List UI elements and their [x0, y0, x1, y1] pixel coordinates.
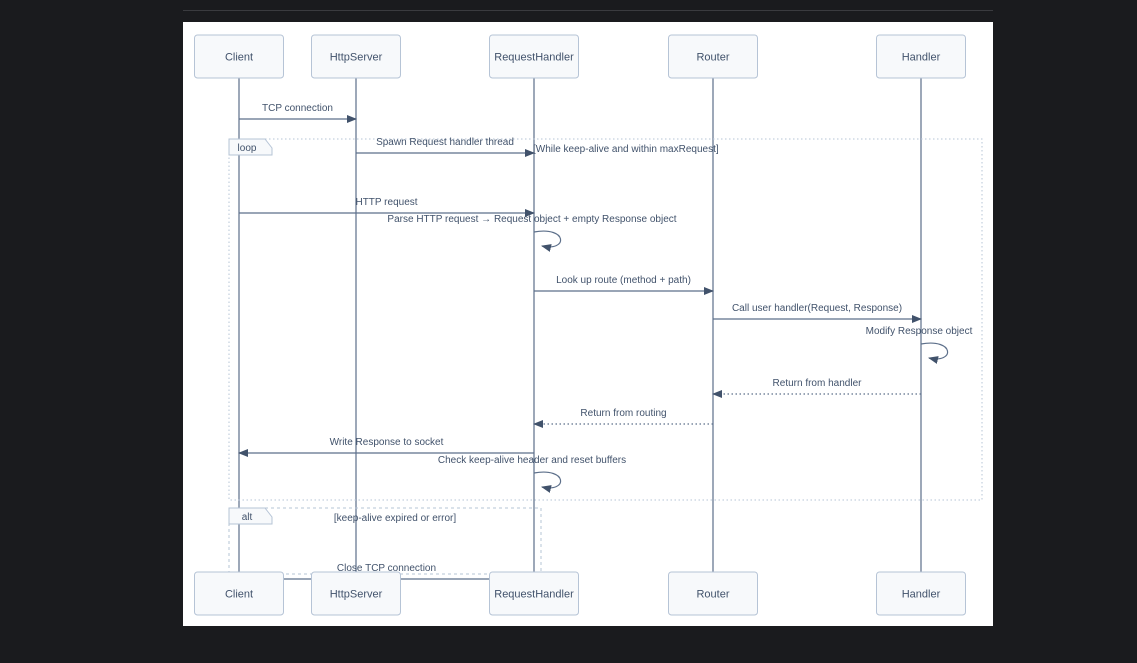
fragment-kind-tab-alt — [228, 507, 273, 525]
participant-box-httpserver-bottom[interactable]: HttpServer — [311, 571, 401, 616]
participant-box-handler-top[interactable]: Handler — [876, 34, 966, 79]
participant-label-requesthandler: RequestHandler — [494, 52, 574, 64]
message-m1: TCP connection — [239, 103, 357, 123]
participant-boxes-bottom: Client HttpServer RequestHandler Router Hand… — [194, 571, 966, 616]
message-m11: Check keep-alive header and reset buffer… — [438, 455, 626, 493]
message-m10: Write Response to socket — [238, 437, 534, 457]
participant-label-httpserver: HttpServer — [330, 52, 383, 64]
message-label: Return from routing — [580, 408, 666, 419]
message-m2: Spawn Request handler thread — [356, 137, 535, 157]
participant-box-handler-bottom[interactable]: Handler — [876, 571, 966, 616]
self-message-arc — [920, 342, 949, 364]
message-m5: Look up route (method + path) — [534, 275, 714, 295]
fragment-kind-label-alt: alt — [242, 512, 253, 523]
self-message-arc — [533, 230, 562, 252]
participant-label-client: Client — [225, 52, 253, 64]
participant-label-client: Client — [225, 589, 253, 601]
participant-label-handler: Handler — [902, 52, 941, 64]
message-label: Modify Response object — [866, 326, 973, 337]
message-label: Return from handler — [773, 378, 863, 389]
participant-box-client-top[interactable]: Client — [194, 34, 284, 79]
participant-boxes-top: Client HttpServer RequestHandler Router Hand… — [194, 34, 966, 79]
participant-label-router: Router — [696, 52, 729, 64]
message-label: Call user handler(Request, Response) — [732, 303, 902, 314]
fragment-kind-label-loop: loop — [238, 143, 257, 154]
message-label: TCP connection — [262, 103, 333, 114]
participant-label-handler: Handler — [902, 589, 941, 601]
participant-label-requesthandler: RequestHandler — [494, 589, 574, 601]
participant-box-requesthandler-bottom[interactable]: RequestHandler — [489, 571, 579, 616]
fragment-loop: loop [While keep-alive and within maxRequ… — [228, 138, 983, 501]
sequence-diagram-svg: loop [While keep-alive and within maxRequ… — [194, 34, 983, 616]
message-label: Write Response to socket — [330, 437, 444, 448]
self-message-arc — [533, 471, 562, 493]
message-label: Look up route (method + path) — [556, 275, 691, 286]
message-label: Parse HTTP request → Request object + em… — [387, 214, 676, 225]
message-m8: Return from handler — [712, 378, 921, 398]
message-m9: Return from routing — [533, 408, 713, 428]
fragments-layer: loop [While keep-alive and within maxRequ… — [228, 138, 983, 575]
message-m7: Modify Response object — [866, 326, 973, 364]
fragment-kind-tab-loop — [228, 138, 273, 156]
message-label: Close TCP connection — [337, 563, 436, 574]
diagram-canvas: loop [While keep-alive and within maxRequ… — [183, 22, 993, 626]
participant-box-router-top[interactable]: Router — [668, 34, 758, 79]
fragment-condition-loop: [While keep-alive and within maxRequest] — [533, 144, 719, 155]
message-label: HTTP request — [355, 197, 417, 208]
window-top-divider — [183, 10, 993, 11]
participant-label-router: Router — [696, 589, 729, 601]
participant-box-requesthandler-top[interactable]: RequestHandler — [489, 34, 579, 79]
message-m4: Parse HTTP request → Request object + em… — [387, 214, 677, 252]
fragment-condition-alt: [keep-alive expired or error] — [334, 513, 456, 524]
participant-box-router-bottom[interactable]: Router — [668, 571, 758, 616]
participant-box-client-bottom[interactable]: Client — [194, 571, 284, 616]
message-label: Check keep-alive header and reset buffer… — [438, 455, 626, 466]
message-m6: Call user handler(Request, Response) — [713, 303, 922, 323]
participant-label-httpserver: HttpServer — [330, 589, 383, 601]
lifelines-layer — [238, 78, 922, 572]
message-m3: HTTP request — [239, 197, 535, 217]
participant-box-httpserver-top[interactable]: HttpServer — [311, 34, 401, 79]
message-label: Spawn Request handler thread — [376, 137, 514, 148]
